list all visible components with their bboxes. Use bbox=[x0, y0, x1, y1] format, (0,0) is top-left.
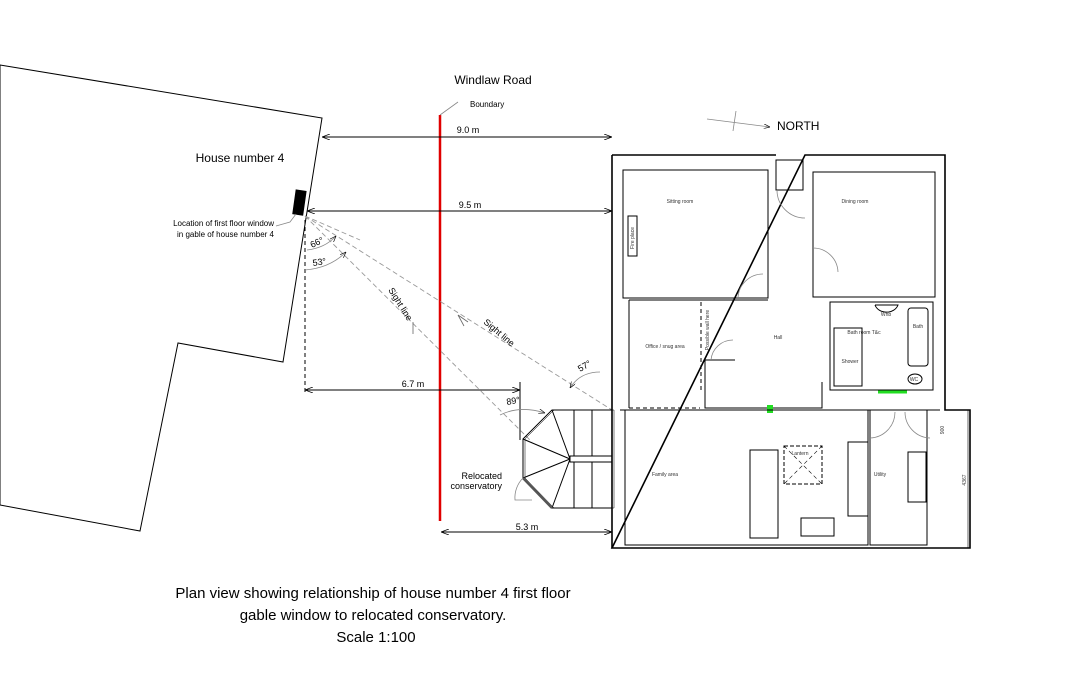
sight-line-upper bbox=[304, 215, 613, 411]
caption-line-1: Plan view showing relationship of house … bbox=[175, 585, 570, 602]
wc-label: WC bbox=[910, 377, 919, 383]
caption-line-2: gable window to relocated conservatory. bbox=[240, 607, 507, 624]
floor-plan bbox=[610, 154, 971, 549]
sight-line-arrow-icon bbox=[457, 314, 469, 327]
road-label: Windlaw Road bbox=[454, 73, 531, 87]
whb-label: Whb bbox=[881, 312, 892, 318]
fireplace-label: Fire place bbox=[630, 227, 636, 249]
shower-label: Shower bbox=[842, 359, 859, 365]
dimension-label-6-7: 6.7 m bbox=[402, 379, 425, 389]
caption-line-3: Scale 1:100 bbox=[336, 629, 415, 646]
angle-53: 53° bbox=[312, 256, 327, 268]
sight-line-label-2: Sight line bbox=[482, 317, 517, 348]
lantern-label: Lantern bbox=[792, 451, 809, 457]
room-dining: Dining room bbox=[842, 199, 869, 205]
window-label-line1: Location of first floor window bbox=[173, 219, 274, 228]
room-sitting: Sitting room bbox=[667, 199, 694, 205]
dimension-label-9-0: 9.0 m bbox=[457, 125, 480, 135]
north-label: NORTH bbox=[777, 119, 819, 133]
possible-wall-label: Possible wall here bbox=[705, 310, 711, 351]
room-family: Family area bbox=[652, 472, 678, 478]
relocated-conservatory bbox=[514, 409, 615, 509]
conservatory-label-line1: Relocated bbox=[461, 471, 502, 481]
room-hall: Hall bbox=[774, 335, 783, 341]
dimension-label-9-5: 9.5 m bbox=[459, 200, 482, 210]
small-dimension: 900 bbox=[940, 426, 946, 435]
window-label-line2: in gable of house number 4 bbox=[177, 230, 275, 239]
gable-window-marker bbox=[292, 189, 307, 216]
sight-line-lower bbox=[304, 215, 533, 443]
angle-66: 66° bbox=[309, 235, 326, 250]
boundary-label: Boundary bbox=[470, 100, 504, 109]
dimension-label-5-3: 5.3 m bbox=[516, 522, 539, 532]
angle-57: 57° bbox=[576, 358, 593, 374]
house-4-label: House number 4 bbox=[196, 151, 285, 165]
north-arrow-icon bbox=[706, 110, 770, 132]
room-office: Office / snug area bbox=[645, 344, 685, 350]
room-bathroom: Bath room T&c bbox=[847, 330, 881, 336]
side-dimension: 4367 bbox=[962, 474, 968, 485]
sight-line-label-1: Sight line bbox=[386, 286, 414, 323]
room-utility: Utility bbox=[874, 472, 887, 478]
house-4-outline bbox=[0, 64, 323, 532]
bath-label: Bath bbox=[913, 324, 924, 330]
angle-89: 89° bbox=[506, 395, 522, 407]
conservatory-label-line2: conservatory bbox=[450, 481, 502, 491]
